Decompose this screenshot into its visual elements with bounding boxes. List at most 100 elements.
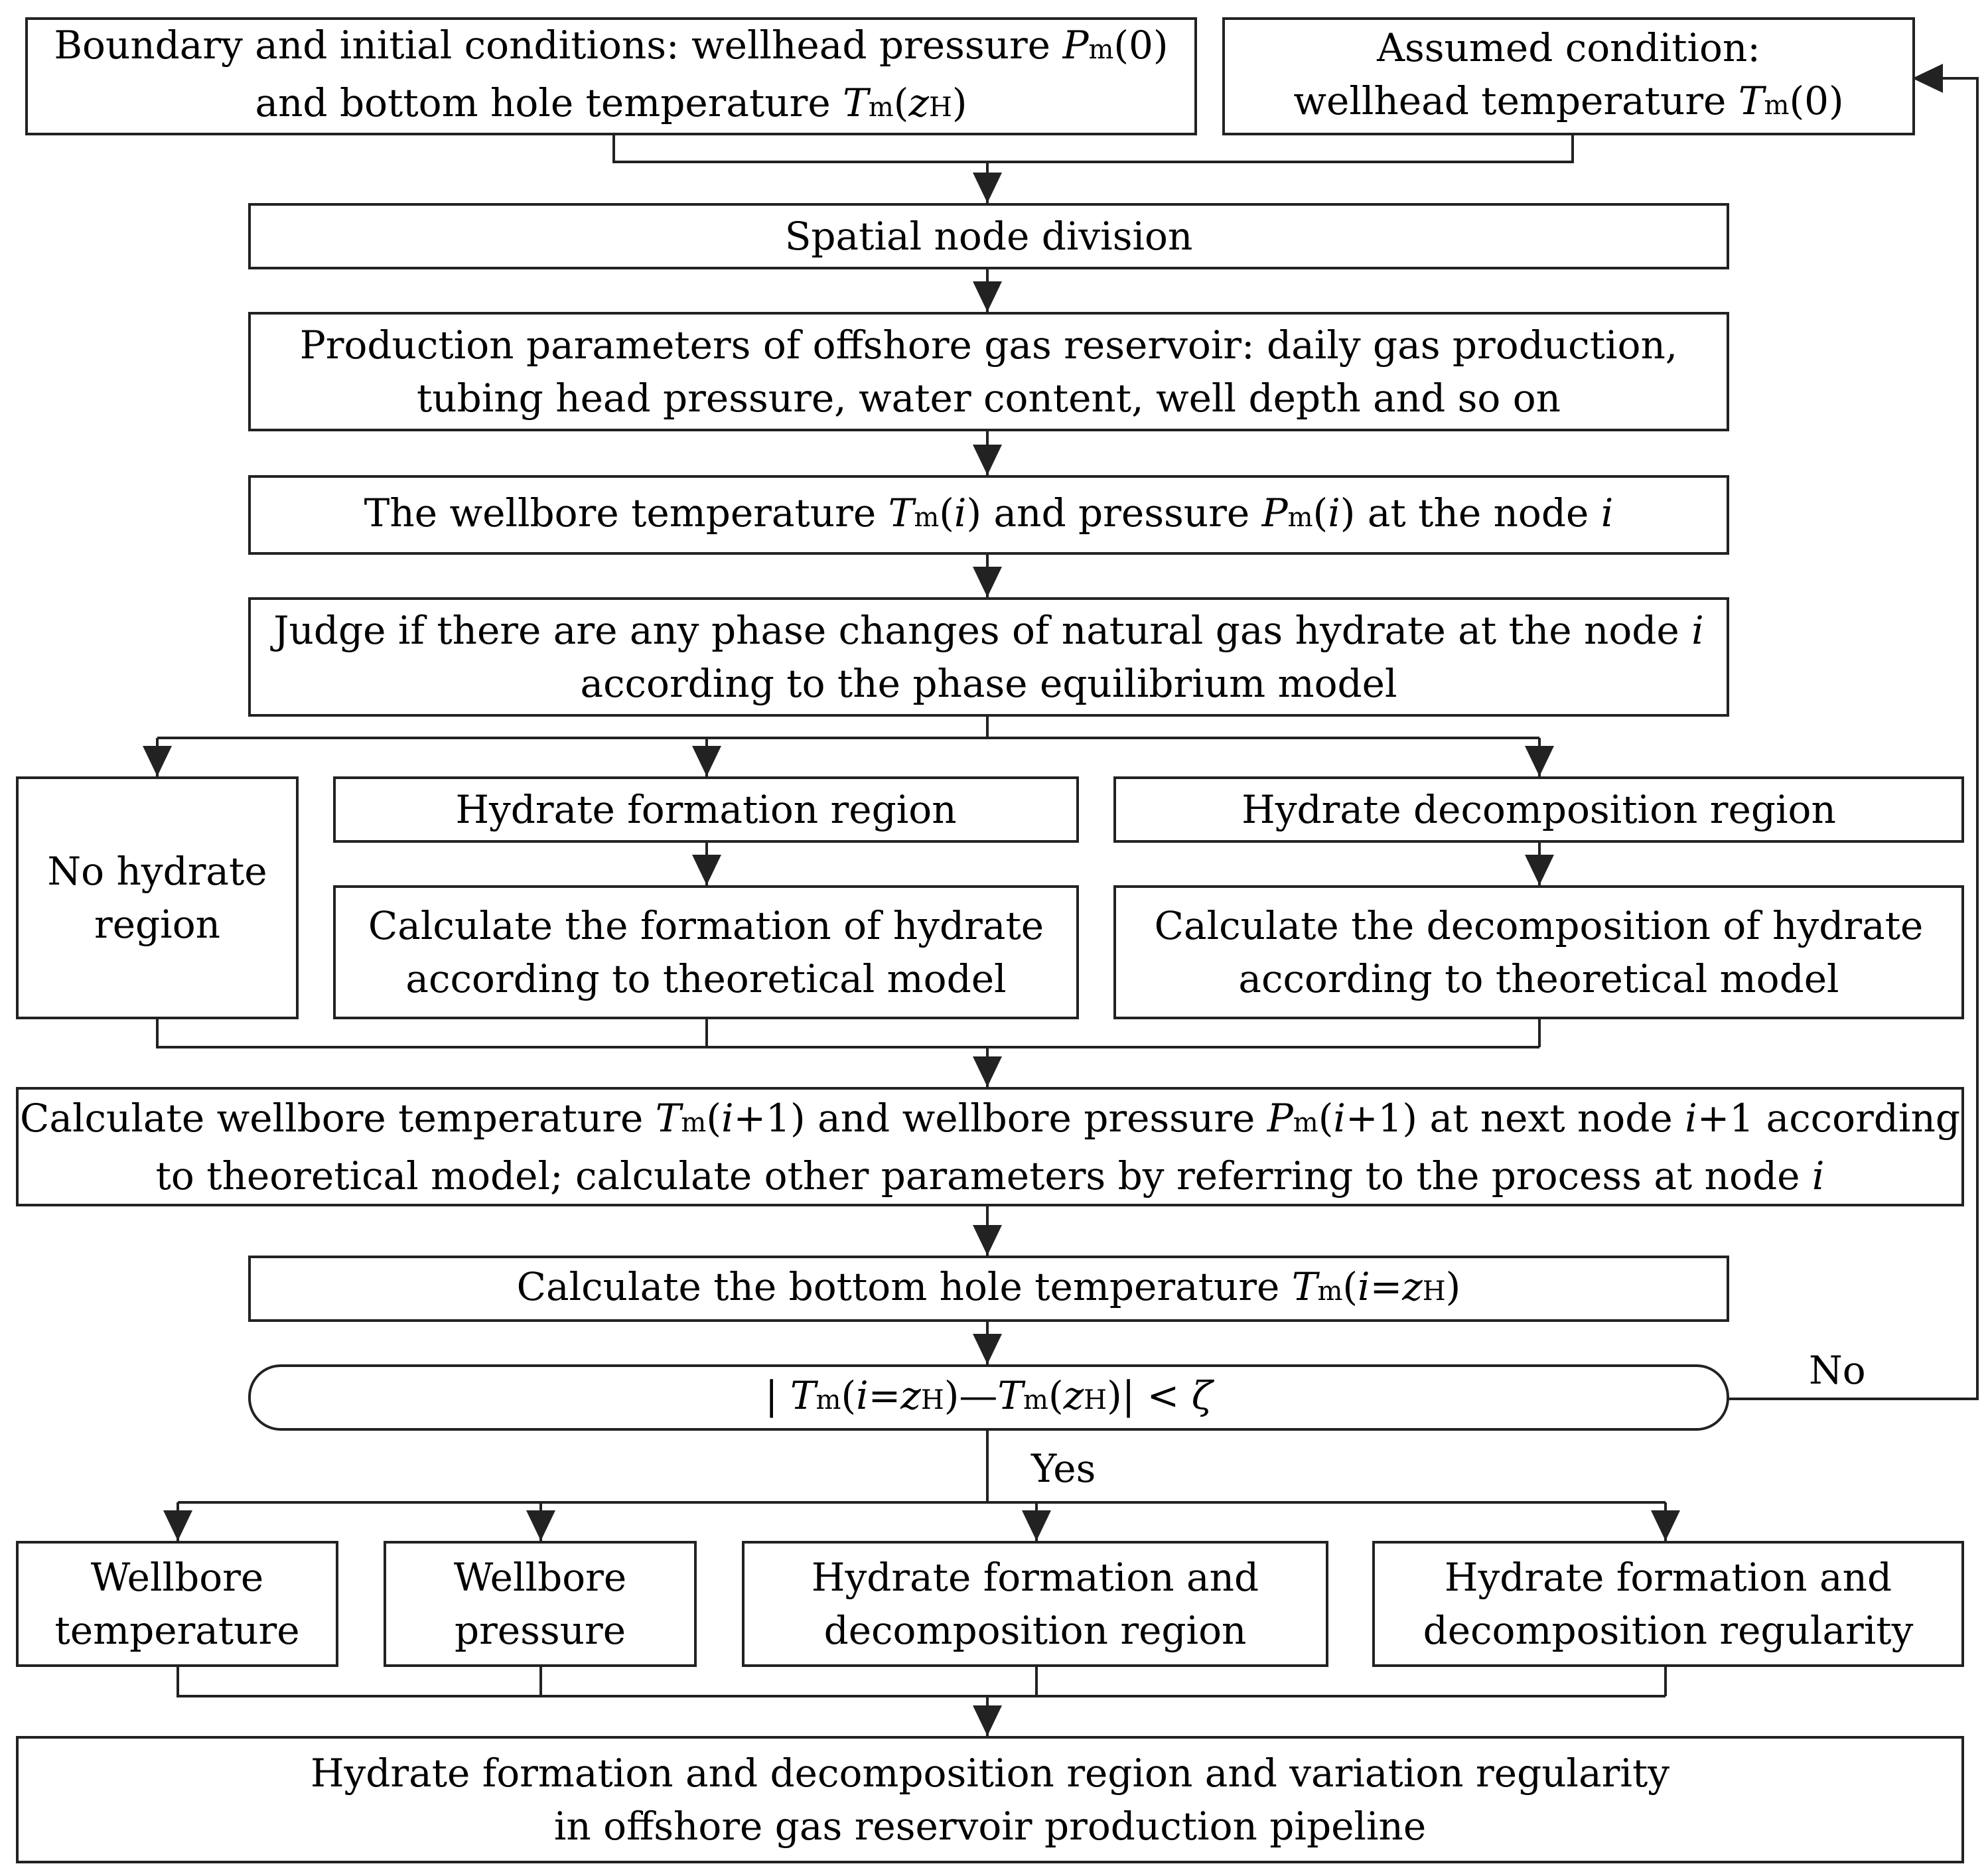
subscript-H: H xyxy=(1422,1275,1446,1307)
out-temp-text-2: temperature xyxy=(54,1608,300,1653)
symbol-i: i xyxy=(954,490,967,536)
subscript-m: m xyxy=(1088,35,1114,65)
symbol-T: T xyxy=(1291,1263,1318,1309)
connector-assumed xyxy=(987,134,1574,163)
symbol-P: P xyxy=(1261,490,1288,536)
production-text-1: Production parameters of offshore gas re… xyxy=(299,323,1678,368)
paren-close: ) xyxy=(944,1372,959,1418)
symbol-z: z xyxy=(908,80,929,125)
minus-sign: — xyxy=(959,1372,998,1418)
output-wellbore-temperature-box: Wellbore temperature xyxy=(16,1541,338,1667)
final-text-2: in offshore gas reservoir production pip… xyxy=(553,1804,1427,1849)
node-text-mid: and pressure xyxy=(981,490,1262,536)
no-hydrate-text-2: region xyxy=(94,902,220,947)
arrowhead-no-hydrate xyxy=(143,746,172,776)
symbol-i: i xyxy=(1328,490,1340,536)
symbol-z: z xyxy=(1402,1263,1423,1309)
paren-open: ( xyxy=(706,1095,721,1141)
paren-close: ) xyxy=(952,80,967,125)
calc-formation-text-2: according to theoretical model xyxy=(405,956,1007,1001)
hydrate-formation-region-box: Hydrate formation region xyxy=(333,776,1079,843)
boundary-text: Boundary and initial conditions: wellhea… xyxy=(54,23,1063,68)
symbol-zeta: ζ xyxy=(1191,1372,1213,1418)
symbol-i: i xyxy=(1811,1153,1825,1198)
next-text-plus: +1) and wellbore pressure xyxy=(733,1095,1267,1141)
arg-zero: (0) xyxy=(1113,23,1169,68)
calc-decomposition-box: Calculate the decomposition of hydrate a… xyxy=(1113,885,1964,1019)
calc-formation-text-1: Calculate the formation of hydrate xyxy=(368,903,1044,948)
symbol-T: T xyxy=(888,490,914,536)
arrowhead-judge xyxy=(973,567,1002,597)
arrowhead-no-loop xyxy=(1912,64,1943,93)
subscript-m: m xyxy=(816,1384,841,1415)
connector-yes xyxy=(178,1431,1666,1504)
boundary-conditions-box: Boundary and initial conditions: wellhea… xyxy=(25,17,1197,135)
wellbore-node-box: The wellbore temperature Tm(i) and press… xyxy=(248,475,1729,555)
paren-close: ) xyxy=(966,490,982,536)
next-text-tail: +1 according xyxy=(1697,1095,1960,1141)
arrowhead-calc-decomposition xyxy=(1525,855,1554,885)
subscript-m: m xyxy=(868,92,894,123)
production-parameters-box: Production parameters of offshore gas re… xyxy=(248,312,1729,431)
no-hydrate-region-box: No hydrate region xyxy=(16,776,299,1019)
connector-no-loop xyxy=(1728,77,1979,1400)
production-text-2: tubing head pressure, water content, wel… xyxy=(416,376,1561,421)
arrowhead-formation-region xyxy=(692,746,721,776)
subscript-m: m xyxy=(1287,502,1313,533)
subscript-H: H xyxy=(920,1384,944,1415)
arrowhead-bottom-hole xyxy=(973,1225,1002,1256)
arrowheads xyxy=(143,64,1943,1736)
paren-open: ( xyxy=(1048,1372,1064,1418)
paren-open: ( xyxy=(1318,1095,1334,1141)
out-pressure-text-1: Wellbore xyxy=(453,1555,627,1600)
out-regularity-text-1: Hydrate formation and xyxy=(1444,1555,1892,1600)
next-text-1: Calculate wellbore temperature xyxy=(20,1095,656,1141)
subscript-m: m xyxy=(1317,1275,1343,1307)
symbol-T: T xyxy=(790,1372,816,1418)
arrowhead-out-regularity xyxy=(1651,1510,1680,1541)
out-pressure-text-2: pressure xyxy=(454,1608,626,1653)
yes-label: Yes xyxy=(1031,1446,1096,1491)
connector-boundary xyxy=(612,134,987,163)
symbol-T: T xyxy=(843,80,869,125)
paren-open: ( xyxy=(939,490,954,536)
arrowhead-next-node xyxy=(973,1056,1002,1087)
spatial-node-division-box: Spatial node division xyxy=(248,203,1729,269)
arrowhead-calc-formation xyxy=(692,855,721,885)
out-region-text-1: Hydrate formation and xyxy=(811,1555,1259,1600)
symbol-i: i xyxy=(1685,1095,1697,1141)
arg-zero: (0) xyxy=(1789,78,1844,123)
subscript-m: m xyxy=(681,1107,707,1138)
assumed-text-2: wellhead temperature xyxy=(1293,78,1739,123)
paren-close: ) xyxy=(1340,490,1356,536)
abs-bar-close: | < xyxy=(1121,1372,1192,1418)
equals-sign: = xyxy=(868,1372,901,1418)
subscript-m: m xyxy=(1764,90,1790,121)
calc-decomposition-text-1: Calculate the decomposition of hydrate xyxy=(1154,903,1924,948)
equals-sign: = xyxy=(1370,1263,1403,1309)
symbol-T: T xyxy=(997,1372,1024,1418)
connector-judge-branch xyxy=(157,717,1539,739)
judge-phase-change-box: Judge if there are any phase changes of … xyxy=(248,597,1729,717)
final-text-1: Hydrate formation and decomposition regi… xyxy=(310,1751,1670,1796)
next-text-plus-b: +1) at next node xyxy=(1345,1095,1685,1141)
paren-open: ( xyxy=(841,1372,857,1418)
symbol-i: i xyxy=(1691,608,1704,653)
arrowhead-node xyxy=(973,445,1002,475)
arrowhead-out-region xyxy=(1022,1510,1051,1541)
calc-decomposition-text-2: according to theoretical model xyxy=(1238,956,1839,1001)
convergence-condition-box: | Tm(i=zH)—Tm(zH)| < ζ xyxy=(248,1364,1729,1431)
next-text-2: to theoretical model; calculate other pa… xyxy=(155,1153,1812,1198)
paren-open: ( xyxy=(1313,490,1328,536)
bottom-hole-temperature-box: Calculate the bottom hole temperature Tm… xyxy=(248,1256,1729,1322)
subscript-m: m xyxy=(914,502,940,533)
arrowhead-production xyxy=(973,281,1002,312)
subscript-H: H xyxy=(1084,1384,1107,1415)
symbol-z: z xyxy=(900,1372,921,1418)
subscript-m: m xyxy=(1023,1384,1048,1415)
bottom-text: Calculate the bottom hole temperature xyxy=(516,1263,1292,1309)
paren-close: ) xyxy=(1445,1263,1461,1309)
arrowhead-out-temperature xyxy=(163,1510,192,1541)
